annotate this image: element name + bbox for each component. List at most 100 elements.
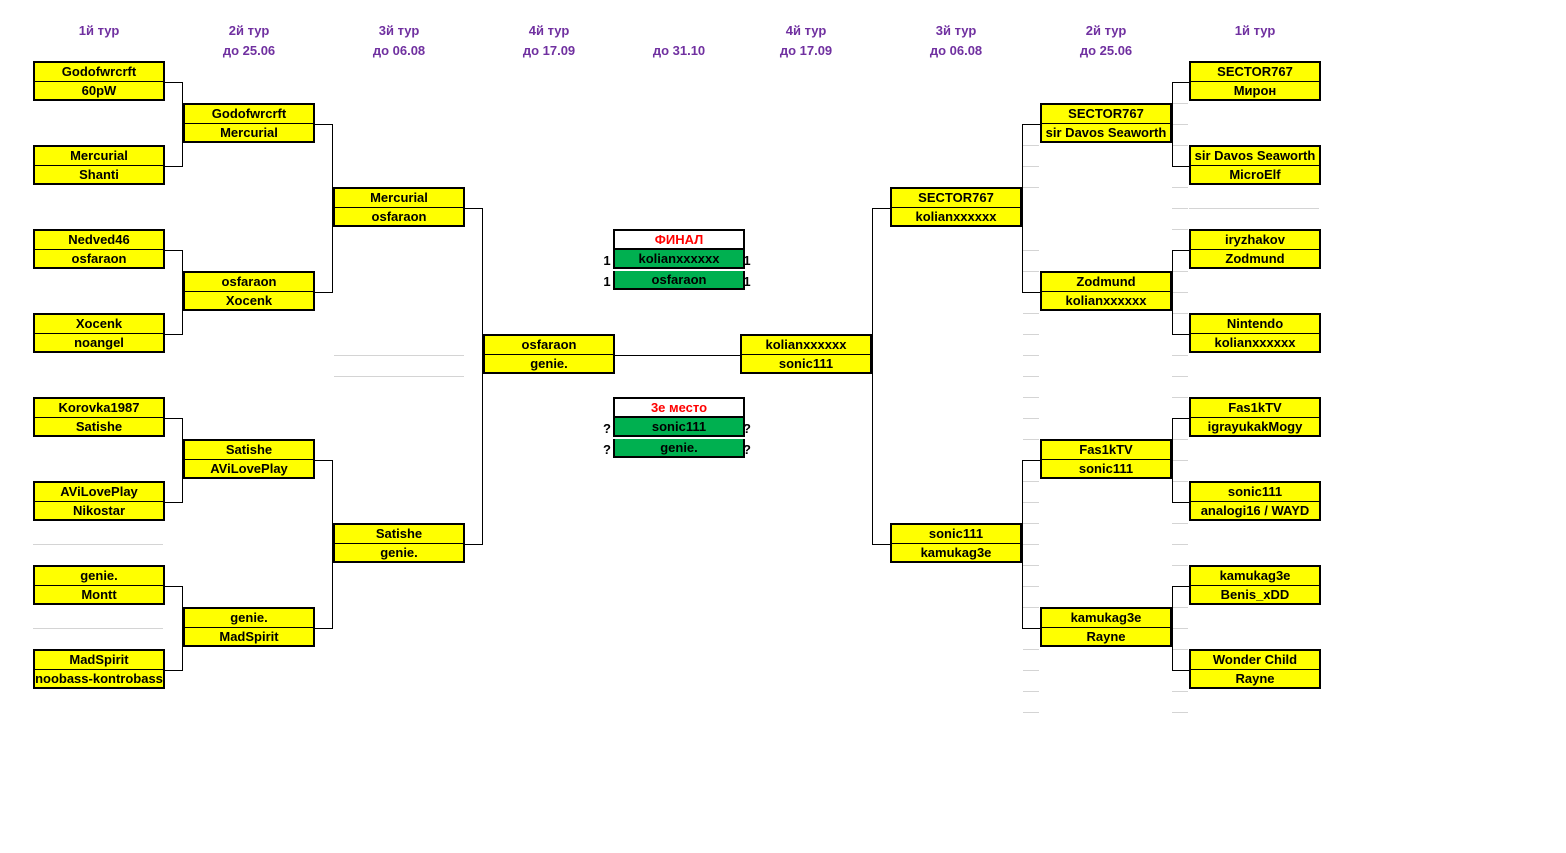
third-score-right-2: ? bbox=[743, 442, 751, 457]
right-r1-match2-player2: MicroElf bbox=[1189, 166, 1321, 185]
bracket-connector bbox=[465, 544, 482, 545]
gridline bbox=[1023, 523, 1039, 524]
left-r1-match3-player2: osfaraon bbox=[33, 250, 165, 269]
right-r2-match4-player1: kamukag3e bbox=[1040, 607, 1172, 628]
gridline bbox=[1023, 481, 1039, 482]
bracket-connector bbox=[1172, 334, 1189, 335]
header-date-right-1: до 17.09 bbox=[779, 43, 833, 58]
gridline bbox=[1172, 124, 1188, 125]
gridline bbox=[1172, 208, 1188, 209]
gridline bbox=[1172, 145, 1188, 146]
gridline bbox=[33, 544, 163, 545]
left-r1-match1-player2: 60pW bbox=[33, 82, 165, 101]
header-round-right-4: 1й тур bbox=[1234, 23, 1276, 38]
bracket-connector bbox=[1172, 250, 1189, 251]
gridline bbox=[1172, 649, 1188, 650]
bracket-connector bbox=[315, 124, 332, 125]
header-round-right-2: 3й тур bbox=[935, 23, 977, 38]
left-r1-match8-player1: MadSpirit bbox=[33, 649, 165, 670]
gridline bbox=[1172, 712, 1188, 713]
header-date-right-3: до 25.06 bbox=[1079, 43, 1133, 58]
gridline bbox=[1172, 544, 1188, 545]
gridline bbox=[1023, 355, 1039, 356]
final-player-1: kolianxxxxxx bbox=[613, 250, 745, 269]
gridline bbox=[1172, 628, 1188, 629]
bracket-connector bbox=[1022, 460, 1023, 629]
header-date-final: до 31.10 bbox=[652, 43, 706, 58]
bracket-connector bbox=[165, 82, 182, 83]
gridline bbox=[1023, 670, 1039, 671]
right-r2-match1-player1: SECTOR767 bbox=[1040, 103, 1172, 124]
final-score-left-2: 1 bbox=[603, 274, 611, 289]
final-player-2: osfaraon bbox=[613, 271, 745, 290]
right-r1-match6-player1: sonic111 bbox=[1189, 481, 1321, 502]
gridline bbox=[1172, 565, 1188, 566]
left-r2-match2-player1: osfaraon bbox=[183, 271, 315, 292]
right-r2-match3-player2: sonic111 bbox=[1040, 460, 1172, 479]
right-r1-match6-player2: analogi16 / WAYD bbox=[1189, 502, 1321, 521]
right-r1-match4-player2: kolianxxxxxx bbox=[1189, 334, 1321, 353]
left-r3-match1-player2: osfaraon bbox=[333, 208, 465, 227]
right-r1-match3-player1: iryzhakov bbox=[1189, 229, 1321, 250]
left-r2-match4-player1: genie. bbox=[183, 607, 315, 628]
bracket-connector bbox=[465, 208, 482, 209]
header-date-right-2: до 06.08 bbox=[929, 43, 983, 58]
right-r1-match1-player1: SECTOR767 bbox=[1189, 61, 1321, 82]
right-r2-match1-player2: sir Davos Seaworth bbox=[1040, 124, 1172, 143]
third-score-left-1: ? bbox=[603, 421, 611, 436]
left-r4-match1-player1: osfaraon bbox=[483, 334, 615, 355]
third-place-title: 3е место bbox=[613, 397, 745, 418]
third-place-player-2: genie. bbox=[613, 439, 745, 458]
left-r1-match4-player2: noangel bbox=[33, 334, 165, 353]
left-r1-match1-player1: Godofwrcrft bbox=[33, 61, 165, 82]
bracket-connector bbox=[315, 292, 332, 293]
left-r1-match4-player1: Xocenk bbox=[33, 313, 165, 334]
right-r1-match5-player2: igrayukakMogy bbox=[1189, 418, 1321, 437]
gridline bbox=[334, 376, 464, 377]
left-r1-match3-player1: Nedved46 bbox=[33, 229, 165, 250]
left-r2-match3-player2: AViLovePlay bbox=[183, 460, 315, 479]
bracket-connector bbox=[165, 250, 182, 251]
gridline bbox=[1172, 607, 1188, 608]
right-r3-match2-player2: kamukag3e bbox=[890, 544, 1022, 563]
gridline bbox=[1023, 565, 1039, 566]
bracket-connector bbox=[165, 166, 182, 167]
bracket-connector bbox=[315, 460, 332, 461]
bracket-connector bbox=[1172, 502, 1189, 503]
right-r1-match8-player2: Rayne bbox=[1189, 670, 1321, 689]
bracket-connector bbox=[165, 670, 182, 671]
gridline bbox=[1172, 523, 1188, 524]
bracket-connector bbox=[1172, 82, 1173, 167]
bracket-connector bbox=[315, 628, 332, 629]
right-r2-match4-player2: Rayne bbox=[1040, 628, 1172, 647]
left-r1-match6-player2: Nikostar bbox=[33, 502, 165, 521]
bracket-connector bbox=[1172, 82, 1189, 83]
bracket-connector bbox=[332, 460, 333, 629]
right-r2-match2-player1: Zodmund bbox=[1040, 271, 1172, 292]
gridline bbox=[1023, 439, 1039, 440]
left-r3-match2-player2: genie. bbox=[333, 544, 465, 563]
right-r4-match1-player1: kolianxxxxxx bbox=[740, 334, 872, 355]
bracket-connector bbox=[615, 355, 740, 356]
bracket-connector bbox=[165, 502, 182, 503]
gridline bbox=[1023, 313, 1039, 314]
left-r3-match2-player1: Satishe bbox=[333, 523, 465, 544]
gridline bbox=[1023, 166, 1039, 167]
gridline bbox=[1172, 397, 1188, 398]
gridline bbox=[1023, 145, 1039, 146]
gridline bbox=[1172, 271, 1188, 272]
bracket-connector bbox=[182, 250, 183, 335]
gridline bbox=[1023, 187, 1039, 188]
left-r1-match7-player1: genie. bbox=[33, 565, 165, 586]
gridline bbox=[1023, 502, 1039, 503]
header-round-right-3: 2й тур bbox=[1085, 23, 1127, 38]
gridline bbox=[1172, 481, 1188, 482]
final-title: ФИНАЛ bbox=[613, 229, 745, 250]
bracket-connector bbox=[1172, 418, 1173, 503]
right-r2-match2-player2: kolianxxxxxx bbox=[1040, 292, 1172, 311]
bracket-connector bbox=[1022, 124, 1023, 293]
bracket-connector bbox=[332, 124, 333, 293]
gridline bbox=[1023, 418, 1039, 419]
bracket-connector bbox=[1172, 250, 1173, 335]
gridline bbox=[1189, 208, 1319, 209]
